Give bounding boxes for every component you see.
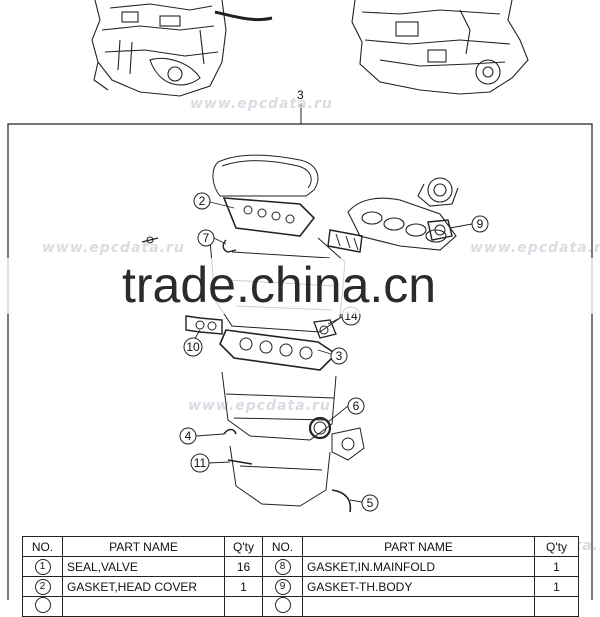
watermark-layer: www.epcdata.ru www.epcdata.ru www.epcdat… [42, 96, 600, 554]
small-seal [141, 236, 237, 253]
oil-pan-gasket [223, 428, 352, 513]
part-name: GASKET-TH.BODY [302, 576, 535, 597]
callout-bubble-5: 5 [361, 494, 379, 512]
svg-text:7: 7 [203, 231, 210, 245]
exploded-parts-diagram: 3 www.epcdata.ru www.epcdata.ru www.epcd… [0, 0, 600, 600]
item-number: 1 [22, 556, 63, 577]
cylinder-head-gasket [219, 329, 338, 371]
watermark-text: www.epcdata.ru [190, 96, 333, 112]
head-cover-gasket [222, 197, 316, 237]
intake-manifold [347, 197, 457, 251]
banner-watermark: trade.china.cn [0, 257, 600, 314]
parts-list-table: NO. PART NAME Q'ty NO. PART NAME Q'ty 1 … [22, 536, 579, 617]
header-qty: Q'ty [224, 536, 263, 557]
header-part-name: PART NAME [302, 536, 535, 557]
callout-bubble-2: 2 [193, 192, 211, 210]
head-cover-outline [212, 154, 319, 197]
exhaust-gasket [185, 315, 223, 335]
svg-text:2: 2 [199, 194, 206, 208]
engine-block-outline [221, 371, 337, 441]
watermark-text: www.epcdata.ru [470, 240, 600, 256]
oil-pan-outline [229, 445, 331, 507]
throttle-body-gasket [427, 219, 453, 241]
svg-text:11: 11 [194, 456, 207, 470]
part-qty: 16 [224, 556, 263, 577]
header-qty: Q'ty [534, 536, 579, 557]
table-row: 2 GASKET,HEAD COVER 1 9 GASKET-TH.BODY 1 [22, 576, 579, 597]
watermark-text: www.epcdata.ru [188, 398, 331, 414]
part-name: GASKET,HEAD COVER [62, 576, 225, 597]
watermark-text: www.epcdata.ru [42, 240, 185, 256]
callout-bubble-4: 4 [179, 427, 197, 445]
part-qty: 1 [224, 576, 263, 597]
table-row: 1 SEAL,VALVE 16 8 GASKET,IN.MAINFOLD 1 [22, 556, 579, 577]
table-header-row: NO. PART NAME Q'ty NO. PART NAME Q'ty [22, 536, 579, 557]
callout-bubble-3: 3 [330, 347, 348, 365]
part-name: SEAL,VALVE [62, 556, 225, 577]
svg-text:4: 4 [185, 429, 192, 443]
svg-text:9: 9 [477, 217, 484, 231]
callout-leaders [193, 201, 473, 503]
callout-bubble-10: 10 [183, 337, 203, 357]
item-number: 8 [262, 556, 303, 577]
intake-manifold-gasket [327, 229, 363, 253]
header-no: NO. [22, 536, 63, 557]
diagram-frame [7, 123, 593, 600]
item-number: 9 [262, 576, 303, 597]
header-no: NO. [262, 536, 303, 557]
part-qty: 1 [534, 576, 579, 597]
header-part-name: PART NAME [62, 536, 225, 557]
svg-text:6: 6 [353, 399, 360, 413]
banner-watermark-text: trade.china.cn [122, 257, 436, 313]
oil-seal-ring [308, 416, 332, 440]
part-qty: 1 [534, 556, 579, 577]
callout-bubble-7: 7 [197, 229, 215, 247]
callout-bubble-9: 9 [471, 215, 489, 233]
group-number-label: 3 [297, 88, 304, 102]
part-name: GASKET,IN.MAINFOLD [302, 556, 535, 577]
callout-bubble-6: 6 [347, 397, 365, 415]
svg-text:3: 3 [336, 349, 343, 363]
item-number: 2 [22, 576, 63, 597]
engine-block-right [351, 0, 529, 95]
oil-seal-case [331, 427, 365, 461]
svg-text:5: 5 [367, 496, 374, 510]
callout-bubble-11: 11 [190, 453, 210, 473]
svg-text:10: 10 [186, 340, 200, 354]
engine-assembly-left [91, 0, 273, 97]
thermostat-gasket [313, 319, 337, 339]
throttle-body [417, 177, 459, 207]
